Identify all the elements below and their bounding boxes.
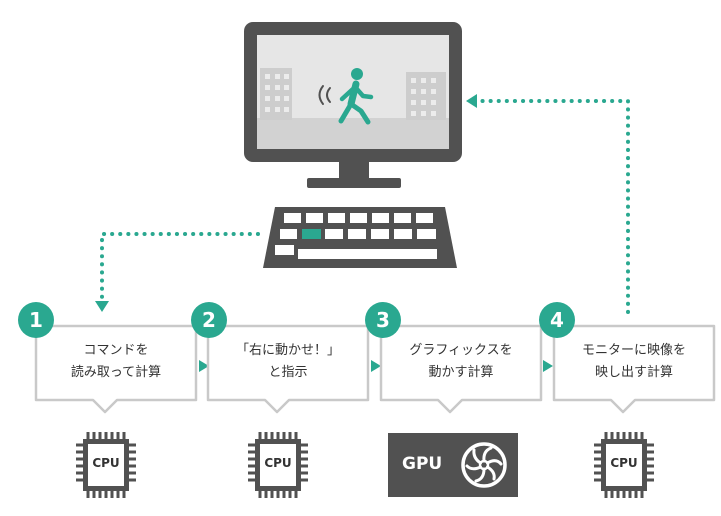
gpu-card: GPU: [388, 433, 518, 497]
step-4-number: 4: [539, 302, 575, 338]
step-2-number: 2: [191, 302, 227, 338]
step-1-box: コマンドを 読み取って計算: [36, 326, 196, 400]
highlighted-key: [302, 229, 321, 239]
building-icon: [260, 68, 292, 120]
step-4-text: モニターに映像を 映し出す計算: [581, 343, 686, 380]
gpu-label: GPU: [402, 454, 443, 474]
monitor-icon: [244, 22, 462, 188]
cpu-label-1: CPU: [92, 456, 120, 470]
step-3-number: 3: [365, 302, 401, 338]
step4-to-monitor-connector: [476, 99, 630, 314]
step-2-text: 「右に動かせ！」 と指示: [235, 343, 340, 380]
step-3-box-outline: [379, 324, 543, 414]
walking-person-icon: [338, 68, 374, 125]
step-3-text: グラフィックスを 動かす計算: [409, 343, 513, 380]
keyboard-icon: [263, 207, 457, 268]
step-1-box-outline: [34, 324, 198, 414]
cpu-chip-icon: [594, 432, 654, 498]
connector-arrowheads: [95, 94, 553, 372]
motion-lines-icon: [318, 85, 331, 105]
cpu-label-2: CPU: [264, 456, 292, 470]
step-4-box: モニターに映像を 映し出す計算: [554, 326, 714, 400]
cpu-chip-icon: [248, 432, 308, 498]
keyboard-to-step1-connector: [100, 232, 260, 300]
step-2-box: 「右に動かせ！」 と指示: [208, 326, 368, 400]
step-1-text: コマンドを 読み取って計算: [70, 343, 162, 380]
step-2-box-outline: [206, 324, 370, 414]
step-1-number: 1: [18, 302, 54, 338]
cpu-chip-icon: [76, 432, 136, 498]
step-4-box-outline: [552, 324, 716, 414]
gpu-fan-icon: [461, 442, 507, 488]
cpu-label-4: CPU: [610, 456, 638, 470]
step-3-box: グラフィックスを 動かす計算: [381, 326, 541, 400]
building-icon: [406, 72, 446, 120]
